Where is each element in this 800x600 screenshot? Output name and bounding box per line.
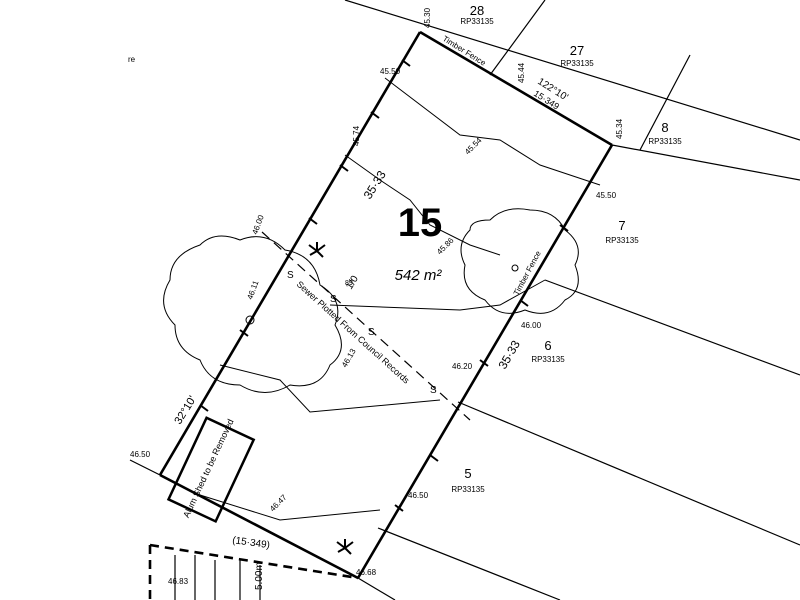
boundary-dashed: [149, 543, 359, 580]
contour-46-00: [329, 279, 546, 311]
spot-level: 45.34: [615, 118, 624, 139]
palm-icon: [308, 242, 326, 258]
tree-canopies: [163, 208, 579, 393]
lot-5-lower-boundary: [377, 527, 561, 600]
lot-28-27-boundary: [489, 0, 546, 76]
spot-level: 46.13: [340, 347, 358, 369]
sewer-s-marker: S: [330, 294, 337, 305]
neighbour-lot-plan: RP33135: [460, 17, 494, 26]
lot-area: 542 m²: [395, 267, 443, 284]
partial-dimension: 5.00m: [254, 562, 265, 590]
palm-symbols: [308, 242, 354, 555]
neighbour-lot-number: 6: [544, 338, 551, 353]
boundary-top: [419, 30, 613, 147]
neighbour-lot-plan: RP33135: [451, 485, 485, 494]
spot-level: 46.50: [408, 491, 429, 500]
sewer-marker-label: 89: [345, 280, 353, 287]
boundary-ticks: [199, 59, 569, 512]
timber-fence-label: Timber Fence: [441, 34, 488, 68]
bottom-partial-boundary: [357, 577, 396, 600]
spot-level: 45.54: [463, 136, 484, 157]
spot-level: 46.11: [245, 279, 260, 301]
lot-bearing: 32°10': [172, 394, 199, 427]
lot-15-boundary: [129, 30, 614, 600]
sewer-s-marker: S: [287, 270, 294, 281]
neighbour-lot-number: 28: [470, 3, 484, 18]
spot-level: 46.83: [168, 577, 189, 586]
alum-shed: Alum Shed to be Removed: [166, 416, 256, 524]
sewer-s-marker: S: [368, 327, 375, 338]
road-reference: (15·349): [232, 535, 271, 551]
tree-canopy-left: [163, 235, 342, 393]
tree-trunk-left: [245, 315, 255, 325]
spot-level: 45.30: [423, 7, 432, 28]
neighbour-lot-number: 5: [464, 466, 471, 481]
boundary-right: [356, 144, 614, 579]
spot-level: 46.00: [521, 321, 542, 330]
lot-frontage: 35·33: [361, 168, 389, 202]
boundary-left: [158, 31, 422, 476]
spot-level: 45.44: [517, 62, 526, 83]
contour-46-50: [199, 494, 381, 521]
tree-trunk-right: [511, 264, 519, 272]
contour-45-50: [384, 77, 601, 186]
spot-level: 46.68: [356, 568, 377, 577]
spot-level: 46.20: [452, 362, 473, 371]
shed-outline: [166, 416, 256, 524]
lot-number: 15: [398, 201, 443, 245]
spot-level: 45.74: [352, 125, 361, 146]
neighbour-lot-number: 7: [618, 218, 625, 233]
neighbour-lot-plan: RP33135: [605, 236, 639, 245]
neighbour-lot-plan: RP33135: [531, 355, 565, 364]
left-partial-label: re: [128, 55, 136, 64]
lot-7-6-boundary: [544, 279, 800, 376]
neighbour-lot-number: 27: [570, 43, 584, 58]
sewer-label: Sewer Plotted From Council Records: [295, 279, 412, 386]
neighbour-lot-plan: RP33135: [560, 59, 594, 68]
sewer-s-marker: S: [430, 385, 437, 396]
boundary-bottom: [159, 473, 359, 580]
neighbour-boundaries: [344, 0, 800, 600]
spot-level: 46.47: [268, 493, 289, 514]
boundary-extension: [129, 459, 161, 476]
tree-canopy-right: [460, 208, 579, 314]
contour-lines: [199, 77, 601, 521]
spot-level: 45.50: [596, 191, 617, 200]
lot-27-8-boundary: [639, 54, 691, 151]
lot-rear: 35·33: [495, 338, 523, 372]
spot-level: 46.50: [130, 450, 151, 459]
top-right-boundary: [344, 0, 800, 141]
neighbour-lot-plan: RP33135: [648, 137, 682, 146]
neighbour-lot-number: 8: [661, 120, 668, 135]
contour-mid: [344, 154, 501, 256]
palm-icon: [336, 539, 354, 555]
spot-level: 45.50: [380, 67, 401, 76]
sewer-path: [261, 231, 471, 421]
lot-8-7-boundary: [611, 144, 800, 181]
sewer-line: [261, 231, 471, 421]
contour-46-20: [219, 364, 441, 413]
spot-level: 46.00: [250, 213, 265, 235]
lot-6-5-boundary: [457, 401, 800, 546]
